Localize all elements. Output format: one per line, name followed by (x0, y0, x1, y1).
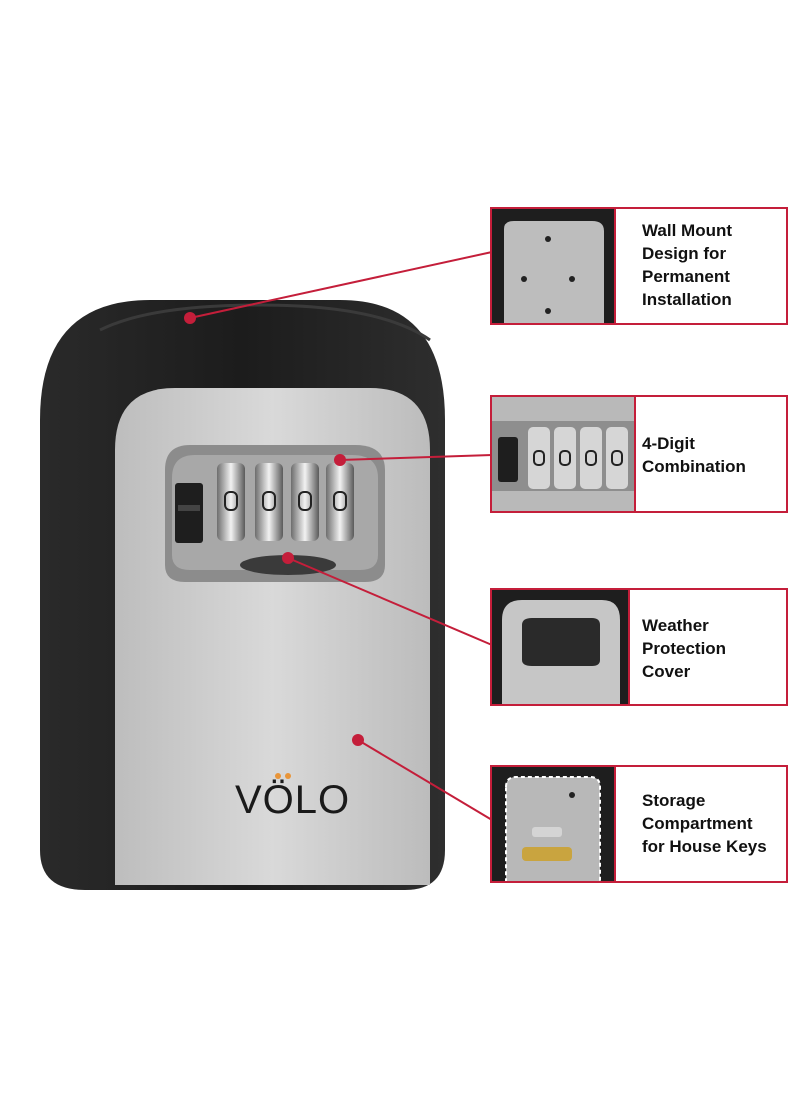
weather-cover-image (502, 600, 620, 704)
combination-image (492, 421, 634, 491)
callout-label: 4-Digit Combination (642, 434, 746, 476)
dial-2 (255, 463, 283, 541)
brand-logo: VÖLO (235, 778, 351, 822)
combination-dials (175, 463, 354, 575)
weather-cover-thumbnail (492, 590, 630, 704)
logo-accent-dots (275, 773, 291, 779)
dial-1 (217, 463, 245, 541)
dial-3 (291, 463, 319, 541)
callout-label: Storage Compartment for House Keys (642, 791, 767, 856)
callout-wall-mount: Wall Mount Design for Permanent Installa… (490, 207, 788, 325)
callout-label: Weather Protection Cover (642, 616, 727, 681)
callout-label: Wall Mount Design for Permanent Installa… (642, 221, 733, 309)
storage-image (505, 776, 601, 881)
callout-storage: Storage Compartment for House Keys (490, 765, 788, 883)
wall-mount-thumbnail (492, 209, 616, 323)
storage-thumbnail (492, 767, 616, 881)
callout-weather-cover: Weather Protection Cover (490, 588, 788, 706)
callout-dots (184, 312, 364, 746)
combination-thumbnail (492, 397, 636, 511)
dial-4 (326, 463, 354, 541)
callout-combination: 4-Digit Combination (490, 395, 788, 513)
wall-mount-image (504, 221, 604, 323)
callout-connectors (189, 251, 493, 821)
